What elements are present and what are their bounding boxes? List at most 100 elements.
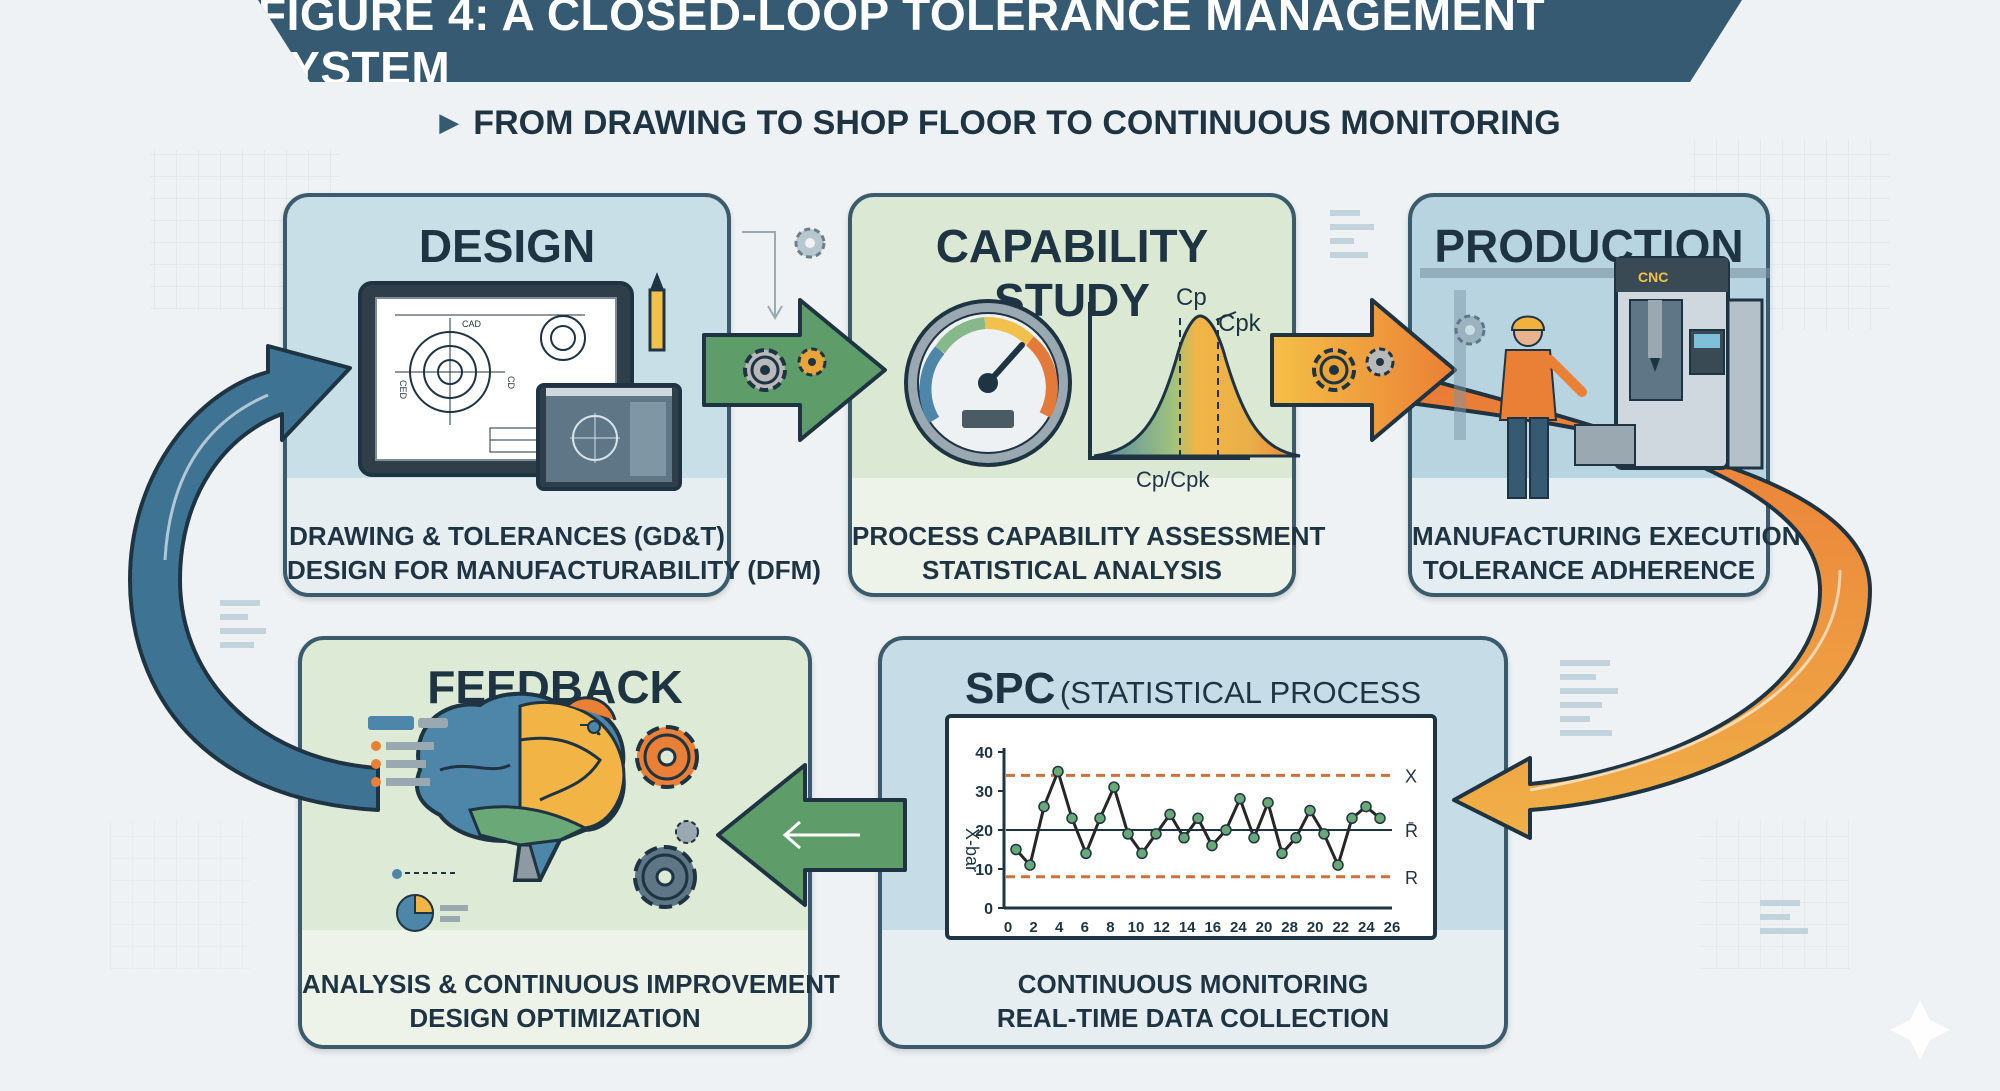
- y-tick-label: 30: [975, 784, 993, 801]
- data-point: [1290, 832, 1302, 844]
- worker-icon: [1498, 315, 1587, 499]
- data-point: [1248, 832, 1260, 844]
- triangle-bullet-icon: ▶: [439, 107, 460, 137]
- x-tick-label: 8: [1106, 919, 1114, 936]
- x-tick-label: 0: [1004, 919, 1012, 936]
- capability-line-2: STATISTICAL ANALYSIS: [922, 555, 1222, 585]
- gear-icon: [797, 347, 827, 377]
- gear-icon: [1454, 314, 1486, 346]
- dim-left-label: CED: [398, 380, 408, 400]
- design-title: DESIGN: [418, 220, 596, 272]
- design-line-1: DRAWING & TOLERANCES (GD&T): [289, 521, 725, 551]
- data-point: [1080, 847, 1092, 860]
- y-tick-label: 0: [984, 901, 993, 918]
- y-tick-label: 40: [975, 745, 993, 762]
- data-point: [1052, 765, 1064, 778]
- data-point: [1164, 808, 1176, 821]
- checklist-icon: [368, 716, 448, 787]
- data-point: [1332, 859, 1344, 871]
- production-line-2: TOLERANCE ADHERENCE: [1422, 555, 1756, 585]
- control-limit-label: R̄: [1405, 821, 1418, 841]
- data-point: [1234, 793, 1246, 805]
- feedback-description: ANALYSIS & CONTINUOUS IMPROVEMENT DESIGN…: [302, 967, 840, 1035]
- x-tick-label: 24: [1358, 919, 1375, 936]
- y-axis-label: X-bar: [962, 828, 982, 872]
- x-tick-label: 22: [1332, 919, 1349, 936]
- data-point: [1010, 843, 1022, 856]
- gear-icon: [635, 725, 699, 789]
- gauge-icon: [904, 299, 1072, 467]
- x-tick-label: 28: [1281, 919, 1298, 936]
- cad-tablet: CAD CED CD: [358, 281, 634, 477]
- cp-label: Cp: [1176, 284, 1207, 311]
- data-point: [1318, 828, 1330, 840]
- spc-line-2: REAL-TIME DATA COLLECTION: [996, 1003, 1390, 1033]
- x-tick-label: 4: [1055, 919, 1064, 936]
- capability-title: CAPABILITY STUDY: [935, 220, 1209, 326]
- cad-monitor: [536, 383, 682, 491]
- x-tick-label: 24: [1230, 919, 1247, 936]
- spc-title-bold: SPC: [964, 664, 1056, 713]
- capability-line-1: PROCESS CAPABILITY ASSESSMENT: [852, 521, 1326, 551]
- loop-arrow-orange: [1400, 370, 1872, 840]
- data-point: [1024, 859, 1036, 871]
- data-point: [1262, 796, 1274, 809]
- data-point: [1220, 824, 1232, 836]
- x-tick-label: 14: [1179, 919, 1196, 936]
- cnc-machine: CNC: [1420, 256, 1770, 470]
- data-point: [1122, 828, 1134, 840]
- design-line-2: DESIGN FOR MANUFACTURABILITY (DFM): [287, 555, 821, 585]
- data-point: [1094, 812, 1106, 825]
- arrow-capability-to-production: [1270, 298, 1457, 442]
- x-tick-label: 20: [1307, 919, 1324, 936]
- x-tick-label: 2: [1029, 919, 1037, 936]
- figure-title: FIGURE 4: A CLOSED-LOOP TOLERANCE MANAGE…: [258, 0, 1546, 94]
- cad-label: CAD: [462, 319, 482, 329]
- gear-icon: [1312, 348, 1356, 392]
- cnc-label: CNC: [1638, 269, 1668, 285]
- data-point: [1374, 812, 1386, 825]
- feedback-line-2: DESIGN OPTIMIZATION: [409, 1003, 701, 1033]
- gear-icon: [743, 348, 787, 392]
- design-description: DRAWING & TOLERANCES (GD&T) DESIGN FOR M…: [287, 519, 821, 587]
- data-point: [1192, 812, 1204, 825]
- pie-chart-icon: [396, 893, 468, 932]
- subtitle: ▶ FROM DRAWING TO SHOP FLOOR TO CONTINUOU…: [0, 104, 2000, 143]
- gear-icon: [794, 227, 826, 259]
- cpk-label: Cpk: [1218, 310, 1262, 337]
- control-limit-label: R: [1405, 868, 1418, 888]
- y-tick-label: 20: [975, 823, 993, 840]
- arrow-design-to-capability: [702, 298, 887, 442]
- spc-line-1: CONTINUOUS MONITORING: [1017, 969, 1369, 999]
- production-description: MANUFACTURING EXECUTION TOLERANCE ADHERE…: [1412, 519, 1801, 587]
- x-tick-label: 10: [1128, 919, 1145, 936]
- x-tick-label: 16: [1204, 919, 1221, 936]
- spc-description: CONTINUOUS MONITORING REAL-TIME DATA COL…: [882, 967, 1504, 1035]
- data-point: [1276, 847, 1288, 860]
- bell-curve-chart: Cp Cpk Cp/Cpk: [1088, 284, 1301, 492]
- data-point: [1066, 812, 1078, 825]
- capability-description: PROCESS CAPABILITY ASSESSMENT STATISTICA…: [852, 519, 1326, 587]
- data-point: [1038, 800, 1050, 813]
- pencil-icon: [648, 272, 666, 352]
- x-tick-label: 6: [1081, 919, 1089, 936]
- x-tick-label: 20: [1256, 919, 1273, 936]
- data-point: [1206, 839, 1218, 852]
- gear-icon: [1365, 347, 1395, 377]
- x-tick-label: 12: [1153, 919, 1170, 936]
- subtitle-text: FROM DRAWING TO SHOP FLOOR TO CONTINUOUS…: [473, 104, 1561, 142]
- data-point: [1150, 828, 1162, 840]
- gear-icon: [633, 845, 697, 909]
- data-point: [1346, 812, 1358, 825]
- data-point: [1178, 832, 1190, 844]
- feedback-line-1: ANALYSIS & CONTINUOUS IMPROVEMENT: [302, 969, 840, 999]
- title-banner: FIGURE 4: A CLOSED-LOOP TOLERANCE MANAGE…: [258, 0, 1742, 82]
- data-point: [1360, 800, 1372, 813]
- y-tick-label: 10: [975, 862, 993, 879]
- production-line-1: MANUFACTURING EXECUTION: [1412, 521, 1801, 551]
- cpcpk-label: Cp/Cpk: [1136, 467, 1210, 492]
- data-point: [1304, 804, 1316, 817]
- brain-icon: [414, 691, 626, 882]
